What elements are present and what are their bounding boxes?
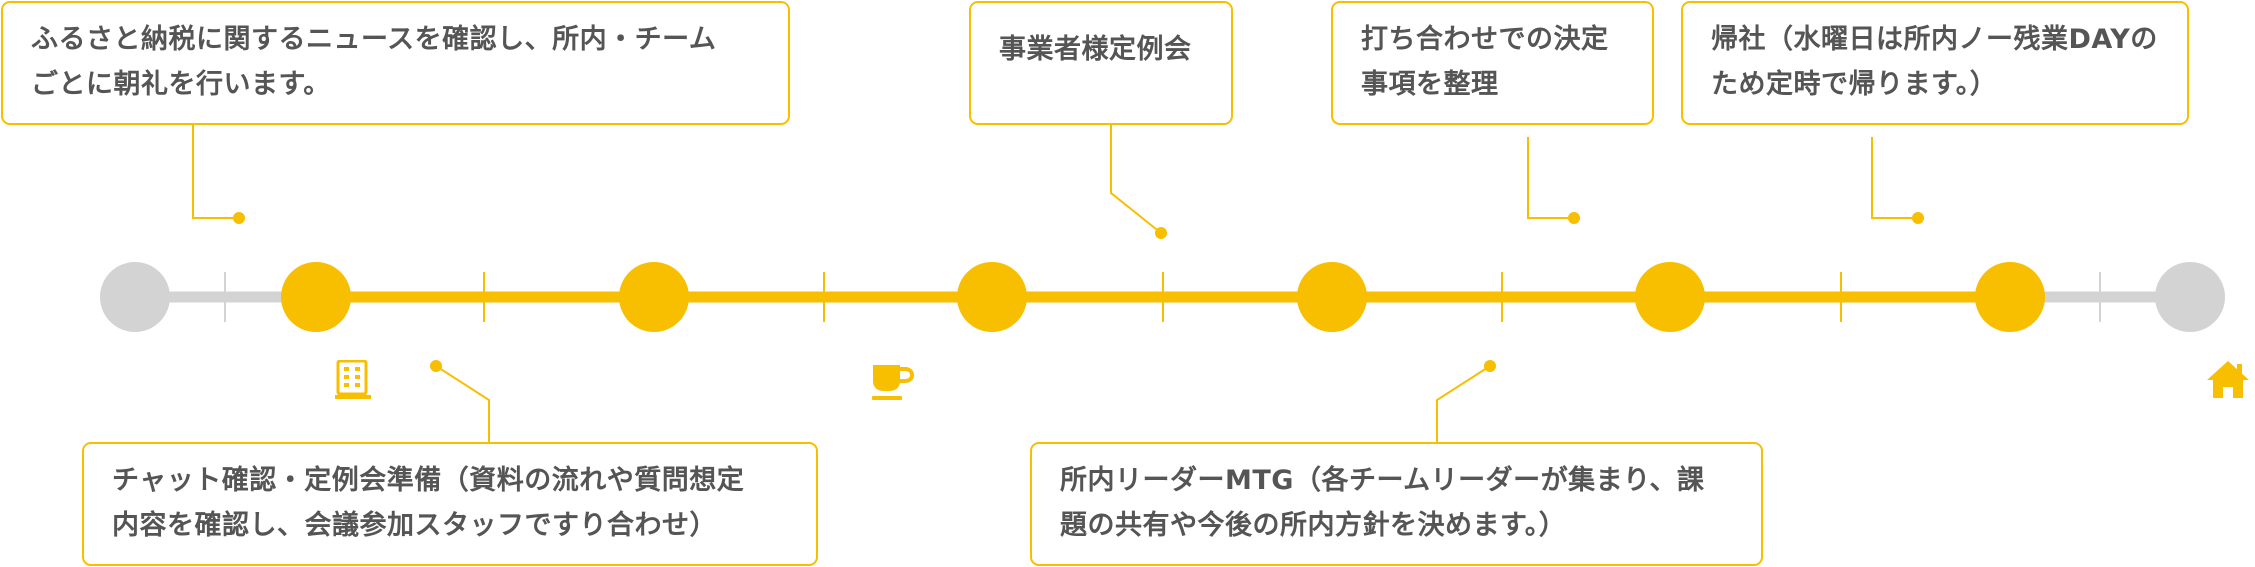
timeline-node: [1975, 262, 2045, 332]
leader-line-leader-mtg: [1436, 365, 1491, 442]
home-icon: [2207, 361, 2249, 398]
leader-line-morning-news: [192, 125, 238, 219]
end-node: [2155, 262, 2225, 332]
leader-line-chat-check: [435, 365, 490, 442]
leader-line-return-home: [1871, 137, 1917, 219]
timeline-node: [1297, 262, 1367, 332]
callout-client-meeting: 事業者様定例会: [969, 1, 1233, 125]
leader-line-client-meeting: [1110, 125, 1162, 234]
leader-dot: [1484, 360, 1496, 372]
callout-leader-mtg: 所内リーダーMTG（各チームリーダーが集まり、課 題の共有や今後の所内方針を決め…: [1030, 442, 1763, 566]
leader-dot: [1912, 212, 1924, 224]
timeline-node: [619, 262, 689, 332]
tick-group-accent: [483, 272, 1842, 322]
building-icon: [335, 360, 371, 399]
callout-organize-decisions: 打ち合わせでの決定 事項を整理: [1331, 1, 1654, 125]
callout-return-home: 帰社（水曜日は所内ノー残業DAYの ため定時で帰ります。）: [1681, 1, 2189, 125]
leader-dots: [233, 212, 1924, 372]
leader-line-organize: [1527, 137, 1573, 219]
leader-dot: [1155, 227, 1167, 239]
timeline-node: [957, 262, 1027, 332]
leader-lines: [192, 125, 1917, 442]
leader-dot: [430, 360, 442, 372]
start-node: [100, 262, 170, 332]
tick-group-gray: [224, 272, 2101, 322]
callout-chat-check: チャット確認・定例会準備（資料の流れや質問想定 内容を確認し、会議参加スタッフで…: [82, 442, 818, 566]
leader-dot: [233, 212, 245, 224]
timeline-node: [281, 262, 351, 332]
timeline-node: [1635, 262, 1705, 332]
leader-dot: [1568, 212, 1580, 224]
coffee-cup-icon: [872, 365, 915, 400]
callout-morning-news: ふるさと納税に関するニュースを確認し、所内・チーム ごとに朝礼を行います。: [1, 1, 790, 125]
